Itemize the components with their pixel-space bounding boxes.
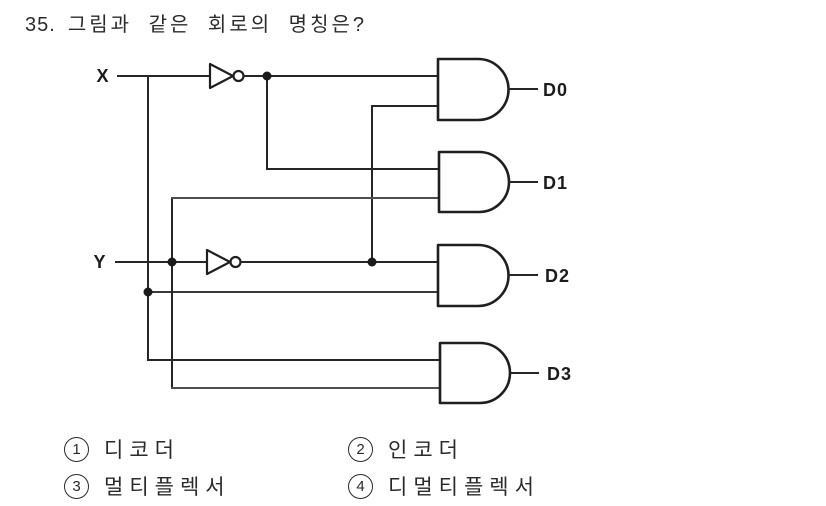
and-gate-d0	[436, 57, 510, 122]
not-gate-y	[205, 248, 232, 276]
and-gate-d1	[437, 150, 511, 214]
question-text: 그림과 같은 회로의 명칭은?	[67, 14, 368, 36]
junction-dot-ynot	[367, 257, 377, 267]
junction-dot-x	[143, 287, 153, 297]
output-label-d1: D1	[543, 173, 568, 193]
input-label-x: X	[96, 66, 109, 86]
and-gate-d3	[438, 341, 512, 405]
option-3[interactable]: 3 멀티플렉서	[64, 471, 231, 501]
option-4-number-badge: 4	[348, 473, 373, 499]
not-gate-x	[208, 62, 235, 90]
question-title: 35. 그림과 같은 회로의 명칭은?	[25, 8, 367, 37]
option-1[interactable]: 1 디코더	[64, 434, 180, 464]
option-3-label: 멀티플렉서	[104, 476, 231, 499]
not-gate-x-bubble	[232, 69, 245, 83]
input-label-y: Y	[93, 252, 106, 272]
option-1-number-badge: 1	[64, 436, 89, 462]
junction-dot-y	[167, 257, 177, 267]
not-gate-y-bubble	[229, 255, 242, 269]
and-gate-d2	[436, 243, 510, 308]
option-2-number-badge: 2	[348, 436, 373, 462]
option-1-label: 디코더	[104, 439, 180, 462]
option-4[interactable]: 4 디멀티플렉서	[348, 471, 540, 501]
output-label-d3: D3	[547, 364, 572, 384]
question-number: 35.	[25, 14, 56, 36]
output-label-d0: D0	[543, 80, 568, 100]
option-2-label: 인코더	[388, 439, 464, 462]
wire-ynot-to-d0	[371, 105, 439, 263]
junction-dot-xnot	[262, 71, 272, 81]
option-3-number-badge: 3	[64, 473, 89, 499]
option-4-label: 디멀티플렉서	[388, 476, 540, 499]
wire-xnot-to-d1	[266, 75, 440, 170]
option-2[interactable]: 2 인코더	[348, 434, 464, 464]
wire-x-branch-to-d3	[147, 75, 441, 361]
output-label-d2: D2	[545, 266, 570, 286]
